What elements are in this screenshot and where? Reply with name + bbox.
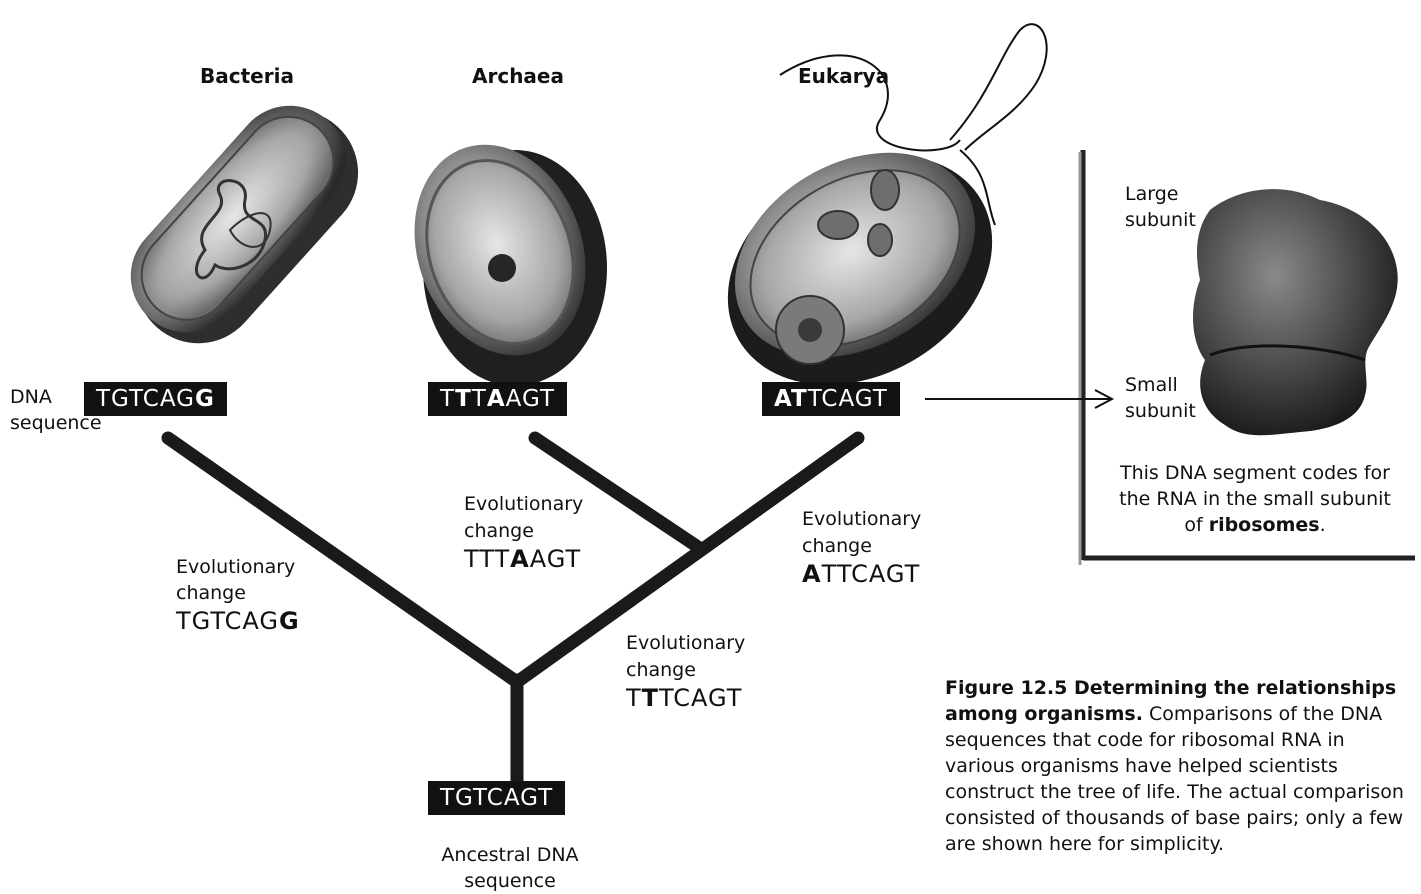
change-archaea-seq-bold: A — [510, 545, 530, 573]
change-common-seq-pre: T — [626, 684, 642, 712]
change-bacteria-seq: TGTCAGG — [176, 607, 300, 635]
seq-archaea-pre: T — [440, 386, 455, 412]
seq-ancestral: TGTCAGT — [440, 785, 553, 811]
change-eukarya-seq-post: TTCAGT — [822, 560, 921, 588]
title-archaea: Archaea — [472, 64, 564, 88]
seq-bacteria-plain: TGTCAG — [96, 386, 195, 412]
change-eukarya-line1: Evolutionary — [802, 506, 921, 532]
change-eukarya-line2: change — [802, 533, 872, 559]
ancestral-label: Ancestral DNA sequence — [410, 842, 610, 894]
large-subunit-line2: subunit — [1125, 207, 1196, 233]
change-eukarya-seq-bold: A — [802, 560, 822, 588]
seq-archaea-bold1: T — [455, 386, 472, 412]
ancestral-label-line2: sequence — [410, 868, 610, 894]
seq-box-bacteria: TGTCAGG — [84, 382, 227, 416]
dna-label-line1: DNA — [10, 384, 52, 410]
change-bacteria-seq-plain: TGTCAG — [176, 607, 279, 635]
ancestral-label-line1: Ancestral DNA — [410, 842, 610, 868]
ribosome-note-bold: ribosomes — [1209, 514, 1320, 536]
change-common-seq: TTTCAGT — [626, 684, 742, 712]
small-subunit-line1: Small — [1125, 372, 1178, 398]
bacteria-cell-illustration — [106, 81, 383, 369]
ribosome-note-line1: This DNA segment codes for — [1095, 460, 1415, 486]
title-bacteria: Bacteria — [200, 64, 294, 88]
seq-archaea-bold2: A — [487, 386, 506, 412]
seq-archaea-post: AGT — [506, 386, 555, 412]
ribosome-note-line2: the RNA in the small subunit — [1095, 486, 1415, 512]
archaea-cell-illustration — [386, 120, 614, 386]
change-common-line2: change — [626, 657, 696, 683]
change-bacteria-line1: Evolutionary — [176, 554, 295, 580]
ribosome-note-line3: of ribosomes. — [1095, 512, 1415, 538]
change-eukarya-seq: ATTCAGT — [802, 560, 920, 588]
title-eukarya: Eukarya — [798, 64, 889, 88]
change-common-seq-bold: T — [642, 684, 659, 712]
large-subunit-line1: Large — [1125, 181, 1178, 207]
seq-archaea-mid: T — [472, 386, 487, 412]
change-bacteria-line2: change — [176, 580, 246, 606]
change-archaea-seq-post: AGT — [530, 545, 581, 573]
seq-eukarya-bold: AT — [774, 386, 808, 412]
figure-caption: Figure 12.5 Determining the relationship… — [945, 675, 1405, 857]
change-archaea-line1: Evolutionary — [464, 491, 583, 517]
change-archaea-line2: change — [464, 518, 534, 544]
change-bacteria-seq-bold: G — [279, 607, 300, 635]
seq-box-eukarya: ATTCAGT — [762, 382, 900, 416]
change-common-seq-post: TCAGT — [659, 684, 742, 712]
change-archaea-seq-pre: TTT — [464, 545, 510, 573]
ribosome-note: This DNA segment codes for the RNA in th… — [1095, 460, 1415, 538]
change-common-line1: Evolutionary — [626, 630, 745, 656]
change-archaea-seq: TTTAAGT — [464, 545, 581, 573]
ribosome-note-pre: of — [1184, 514, 1202, 536]
small-subunit-line2: subunit — [1125, 398, 1196, 424]
seq-eukarya-plain: TCAGT — [808, 386, 888, 412]
ribosome-note-post: . — [1320, 514, 1326, 536]
figure-caption-text: Comparisons of the DNA sequences that co… — [945, 703, 1404, 855]
seq-box-archaea: TTTAAGT — [428, 382, 567, 416]
seq-box-ancestral: TGTCAGT — [428, 781, 565, 815]
seq-bacteria-bold: G — [195, 386, 215, 412]
